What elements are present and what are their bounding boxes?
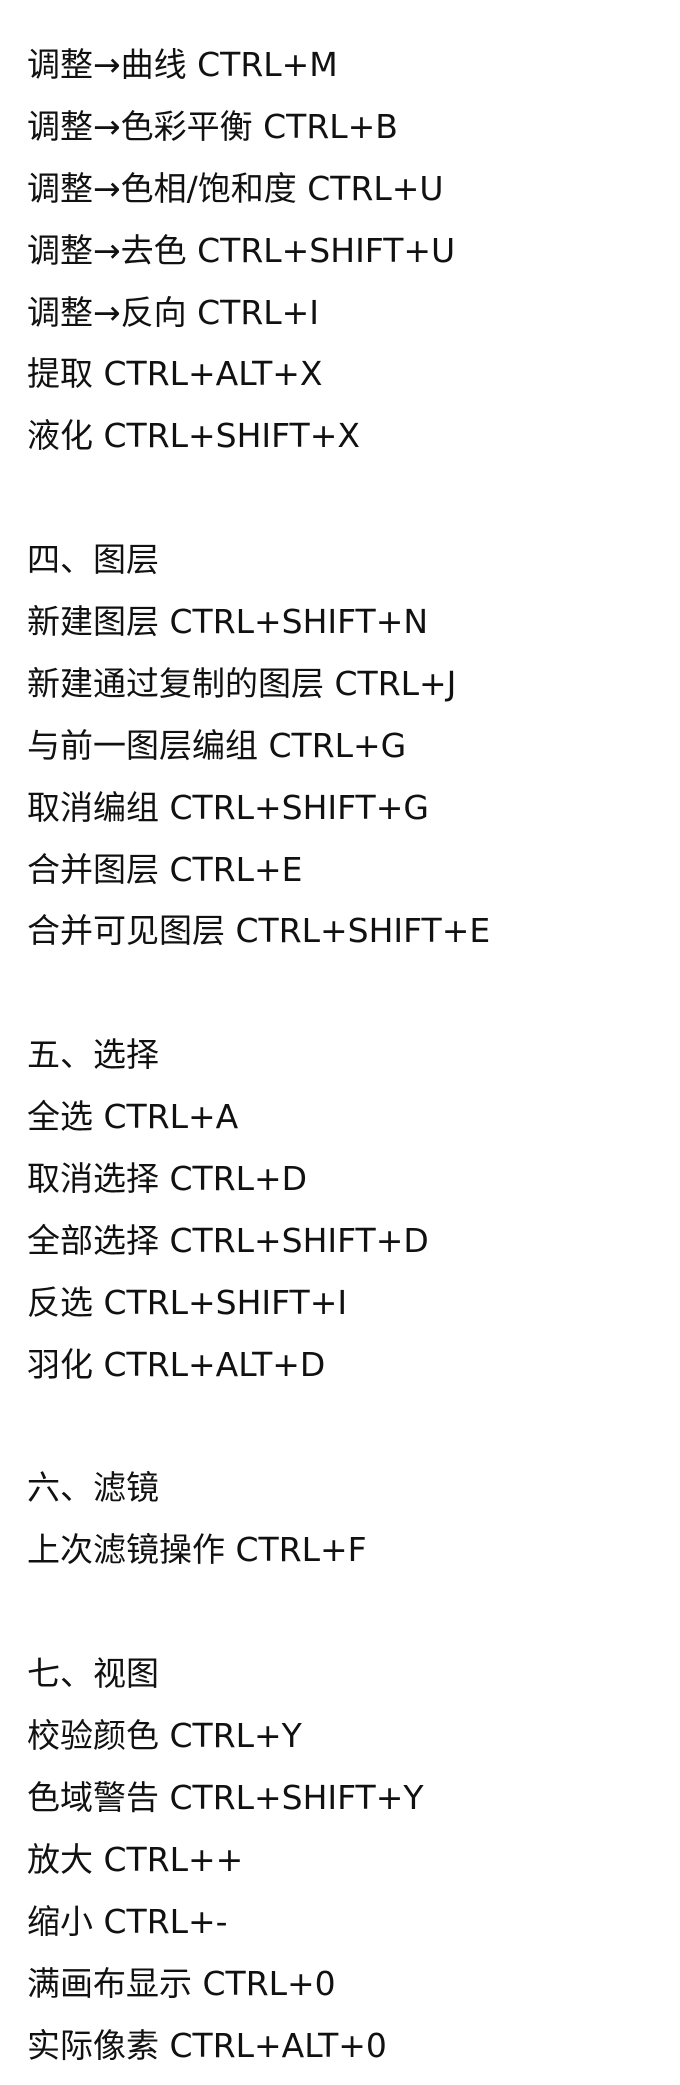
shortcut-item: 调整→色相/饱和度 CTRL+U <box>27 168 444 208</box>
shortcut-item: 实际像素 CTRL+ALT+0 <box>27 2025 387 2065</box>
shortcut-item: 色域警告 CTRL+SHIFT+Y <box>27 1777 424 1817</box>
shortcut-item: 羽化 CTRL+ALT+D <box>27 1344 326 1384</box>
shortcut-document: 调整→曲线 CTRL+M 调整→色彩平衡 CTRL+B 调整→色相/饱和度 CTRL… <box>27 34 490 2076</box>
blank-line <box>27 467 490 529</box>
blank-line <box>27 1396 490 1458</box>
blank-line <box>27 962 490 1024</box>
section-heading: 四、图层 <box>27 540 159 580</box>
shortcut-item: 满画布显示 CTRL+0 <box>27 1963 336 2003</box>
shortcut-item: 调整→曲线 CTRL+M <box>27 45 338 84</box>
shortcut-item: 放大 CTRL++ <box>27 1839 244 1879</box>
shortcut-item: 反选 CTRL+SHIFT+I <box>27 1282 348 1322</box>
shortcut-item: 调整→去色 CTRL+SHIFT+U <box>27 230 456 270</box>
shortcut-item: 校验颜色 CTRL+Y <box>27 1716 302 1756</box>
shortcut-item: 全部选择 CTRL+SHIFT+D <box>27 1220 429 1260</box>
shortcut-item: 合并图层 CTRL+E <box>27 849 303 889</box>
shortcut-item: 上次滤镜操作 CTRL+F <box>27 1530 367 1570</box>
shortcut-item: 取消选择 CTRL+D <box>27 1159 308 1199</box>
shortcut-item: 液化 CTRL+SHIFT+X <box>27 416 360 456</box>
shortcut-item: 调整→反向 CTRL+I <box>27 292 320 332</box>
section-heading: 六、滤镜 <box>27 1468 159 1508</box>
shortcut-item: 全选 CTRL+A <box>27 1097 239 1137</box>
section-heading: 五、选择 <box>27 1035 159 1075</box>
shortcut-item: 新建图层 CTRL+SHIFT+N <box>27 602 429 642</box>
shortcut-item: 取消编组 CTRL+SHIFT+G <box>27 787 429 827</box>
shortcut-item: 调整→色彩平衡 CTRL+B <box>27 106 398 146</box>
section-heading: 七、视图 <box>27 1654 159 1694</box>
shortcut-item: 与前一图层编组 CTRL+G <box>27 725 407 765</box>
shortcut-item: 合并可见图层 CTRL+SHIFT+E <box>27 911 491 951</box>
shortcut-item: 新建通过复制的图层 CTRL+J <box>27 663 457 703</box>
blank-line <box>27 1581 490 1643</box>
shortcut-item: 缩小 CTRL+- <box>27 1901 228 1941</box>
shortcut-item: 提取 CTRL+ALT+X <box>27 354 323 394</box>
